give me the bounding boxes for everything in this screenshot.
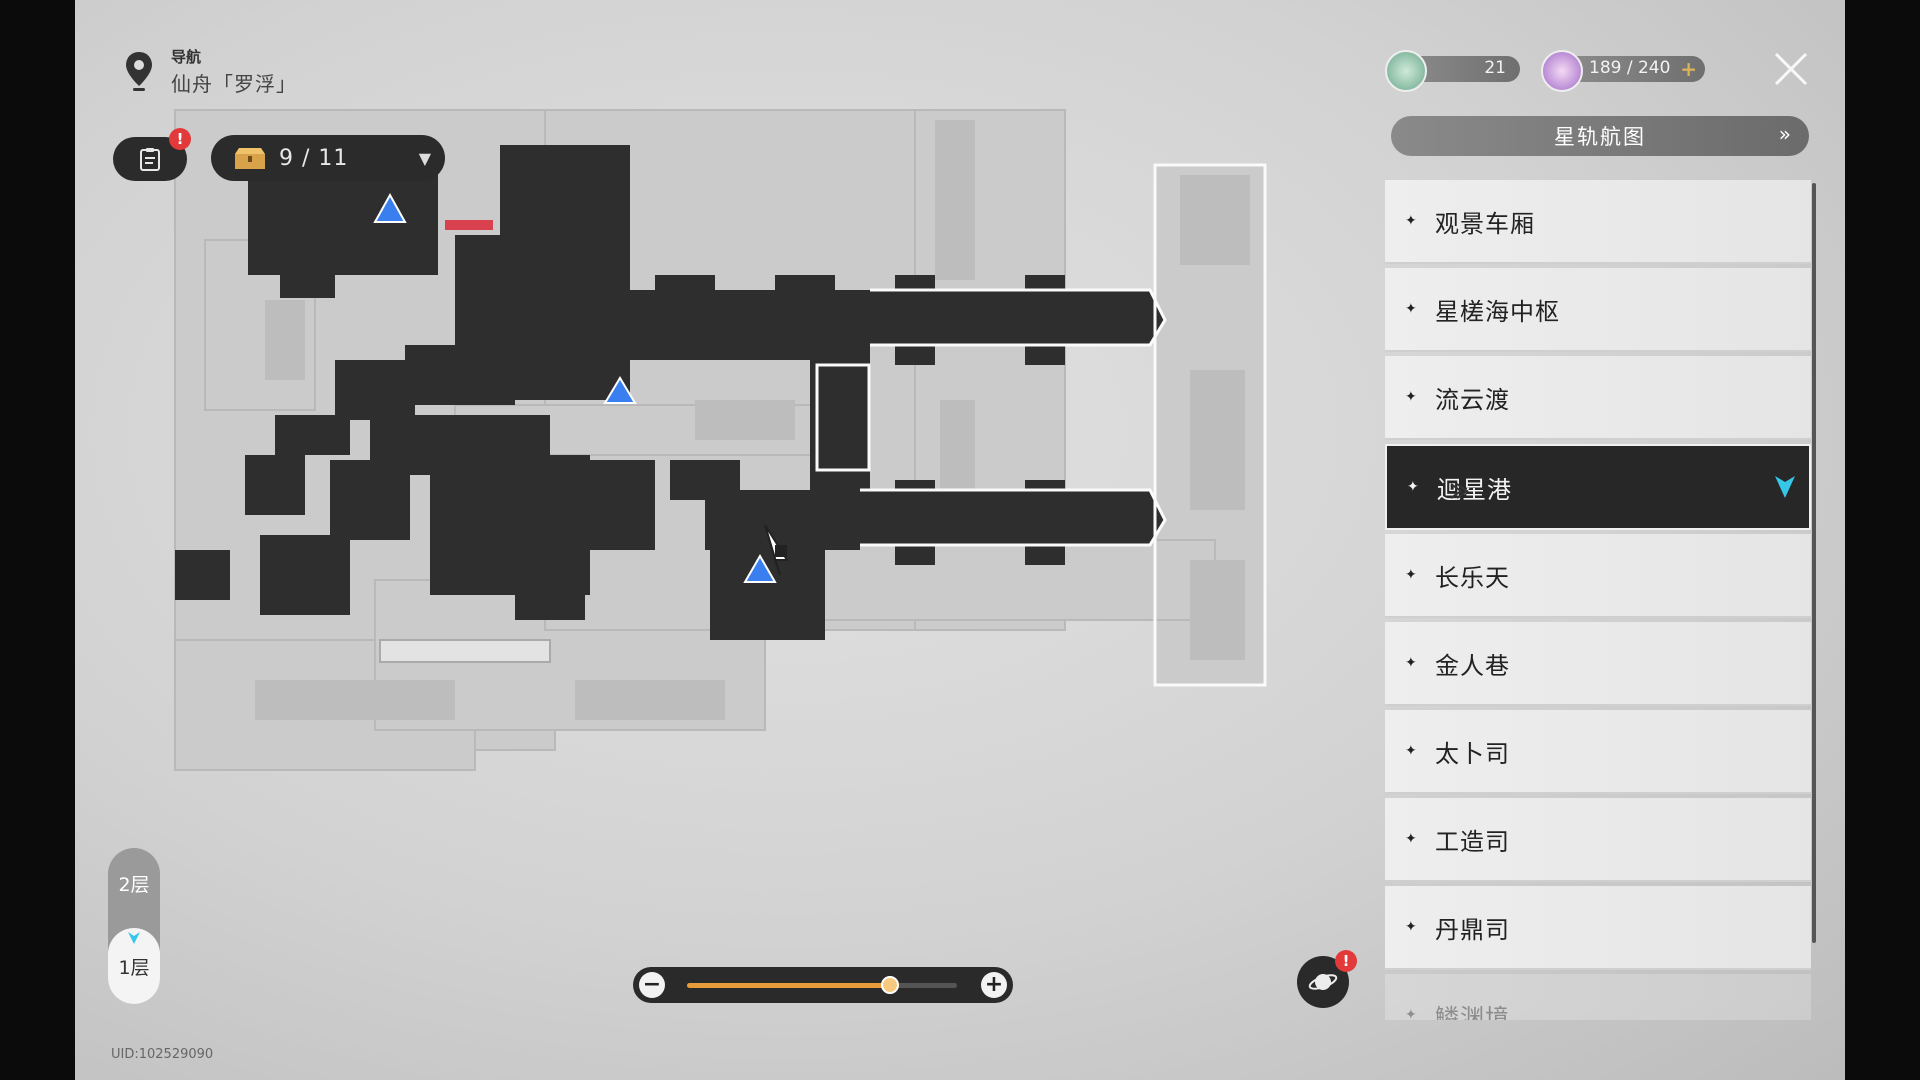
map-screen: 导航 仙舟「罗浮」 ! 9 / 11 ▼ 21 189 / 240 + 星轨航图 [75,0,1845,1080]
location-label: 金人巷 [1435,651,1510,680]
treasure-counter[interactable]: 9 / 11 ▼ [211,135,445,181]
location-label: 鳞渊境 [1435,1003,1510,1021]
location-label: 太卜司 [1435,739,1510,768]
zoom-slider-fill [687,983,890,988]
stamina-value: 189 / 240 [1589,58,1671,78]
current-floor-pin-icon [128,932,140,944]
location-item[interactable]: ✦ 丹鼎司 [1385,886,1811,970]
location-item[interactable]: ✦ 观景车厢 [1385,180,1811,264]
sparkle-icon: ✦ [1405,389,1417,405]
map-walkable-areas [175,145,1165,640]
clipboard-icon [140,148,160,171]
sparkle-icon: ✦ [1405,919,1417,935]
location-label: 星槎海中枢 [1435,297,1560,326]
location-item[interactable]: ✦ 星槎海中枢 [1385,268,1811,352]
location-list[interactable]: ✦ 观景车厢 ✦ 星槎海中枢 ✦ 流云渡 ✦ 迴星港 ✦ 长乐天 ✦ 金人巷 ✦ [1385,180,1815,1020]
waypoint-icon[interactable] [373,192,407,223]
planet-alert-badge: ! [1335,950,1357,972]
star-rail-map-label: 星轨航图 [1554,125,1646,149]
sparkle-icon: ✦ [1405,1007,1417,1020]
location-label: 流云渡 [1435,385,1510,414]
fuel-value: 21 [1484,58,1506,78]
zoom-slider-handle[interactable] [880,976,899,994]
sparkle-icon: ✦ [1407,479,1419,495]
zoom-in-button[interactable]: + [981,972,1007,998]
location-label: 工造司 [1435,827,1510,856]
treasure-count: 9 / 11 [279,145,349,171]
location-item[interactable]: ✦ 工造司 [1385,798,1811,882]
location-item[interactable]: ✦ 长乐天 [1385,534,1811,618]
sparkle-icon: ✦ [1405,655,1417,671]
sparkle-icon: ✦ [1405,567,1417,583]
location-label: 观景车厢 [1435,209,1535,238]
sparkle-icon: ✦ [1405,743,1417,759]
double-chevron-right-icon: » [1778,122,1793,146]
close-icon[interactable] [1772,50,1810,88]
right-letterbox [1845,0,1920,1080]
zoom-slider[interactable] [687,976,957,994]
treasure-chest-icon [235,148,265,169]
location-label: 丹鼎司 [1435,915,1510,944]
floor-button-2[interactable]: 2层 [118,873,150,896]
waypoint-icon[interactable] [603,376,637,404]
location-label: 迴星港 [1437,475,1512,504]
selection-arrow-icon [1450,483,1469,499]
add-stamina-icon[interactable]: + [1680,57,1697,81]
location-item[interactable]: ✦ 流云渡 [1385,356,1811,440]
zoom-control: − + [633,967,1013,1003]
zoom-out-button[interactable]: − [639,972,665,998]
map-detail-stripes [255,120,1250,720]
map-area-outlines [815,163,1267,687]
sparkle-icon: ✦ [1405,301,1417,317]
quest-alert-badge: ! [169,128,191,150]
location-list-scrollbar[interactable] [1812,183,1816,943]
location-label: 长乐天 [1435,563,1510,592]
sparkle-icon: ✦ [1405,213,1417,229]
star-rail-map-button[interactable]: 星轨航图 » [1391,116,1809,156]
location-item[interactable]: ✦ 太卜司 [1385,710,1811,794]
player-arrow-icon [764,524,789,576]
left-letterbox [0,0,75,1080]
nav-label: 导航 [171,48,202,66]
location-item[interactable]: ✦ 鳞渊境 [1385,974,1811,1020]
sparkle-icon: ✦ [1405,831,1417,847]
floor-selector[interactable]: 2层 1层 [108,848,160,1004]
map-red-marker [445,220,493,230]
floor-map[interactable] [75,0,1845,1080]
location-item[interactable]: ✦ 金人巷 [1385,622,1811,706]
location-pin-icon [126,52,152,91]
world-name: 仙舟「罗浮」 [171,72,297,96]
map-bench [379,639,551,663]
planet-icon [1308,974,1338,990]
trailblaze-power-icon [1541,50,1583,92]
waypoint-icons[interactable] [373,192,777,583]
current-location-pin-icon [1775,476,1795,498]
chevron-down-icon[interactable]: ▼ [418,148,431,168]
user-id: UID:102529090 [111,1047,214,1062]
waypoint-icon[interactable] [743,553,777,583]
fuel-icon [1385,50,1427,92]
